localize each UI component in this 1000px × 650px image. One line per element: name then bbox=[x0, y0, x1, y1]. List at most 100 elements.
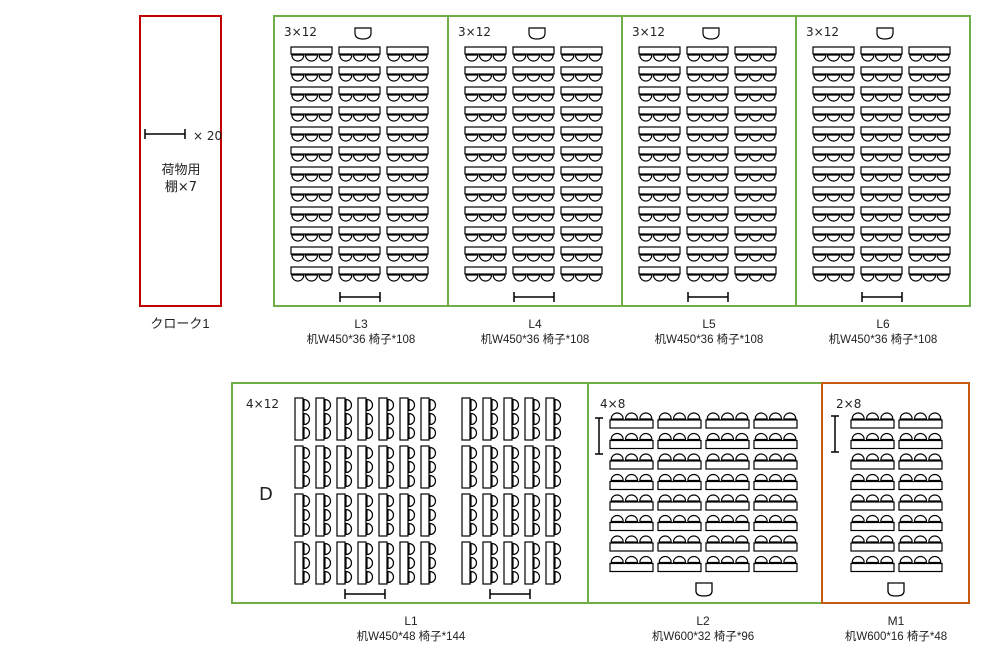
room-l4-name: L4 bbox=[528, 317, 542, 331]
room-l5-chair bbox=[652, 194, 667, 202]
room-l3-chair bbox=[400, 94, 415, 102]
room-l2-chair bbox=[672, 514, 687, 523]
room-l3-chair bbox=[318, 74, 332, 82]
room-l4-desk bbox=[560, 186, 603, 195]
room-l2-chair bbox=[658, 412, 672, 420]
room-l2-podium-icon bbox=[695, 582, 713, 597]
room-l1-chair bbox=[345, 446, 353, 460]
cloakroom-name: クローク1 bbox=[150, 316, 210, 331]
room-l2-chair bbox=[768, 514, 783, 523]
room-m1-desk bbox=[898, 480, 943, 491]
room-m1-desk bbox=[850, 439, 895, 450]
room-l6-desk bbox=[908, 66, 951, 75]
room-l2-chair bbox=[672, 412, 687, 420]
room-m1-chair bbox=[899, 412, 913, 420]
room-l3-chair bbox=[366, 174, 380, 182]
room-l1-chair bbox=[366, 460, 374, 474]
room-l3-desk bbox=[338, 66, 381, 75]
room-l4-chair bbox=[574, 234, 589, 242]
room-l3-chair bbox=[366, 234, 380, 242]
room-l1-chair bbox=[324, 522, 332, 536]
room-l2-chair bbox=[735, 494, 749, 502]
room-m1-chair bbox=[851, 473, 865, 482]
room-l3-chair bbox=[352, 94, 367, 102]
room-l5-chair bbox=[639, 214, 653, 222]
room-l1-chair bbox=[387, 570, 395, 584]
room-l4-chair bbox=[478, 54, 493, 62]
room-l1-chair bbox=[366, 412, 374, 426]
room-l6-desk bbox=[908, 86, 951, 95]
room-m1-chair bbox=[880, 412, 894, 420]
room-l2-chair bbox=[735, 535, 749, 543]
room-l2-chair bbox=[783, 473, 797, 482]
room-l6-grid: 3×12 bbox=[806, 25, 839, 39]
room-l1-chair bbox=[512, 446, 520, 460]
room-l1-desk bbox=[545, 397, 555, 441]
room-l6-chair bbox=[936, 94, 950, 102]
room-l1-chair bbox=[387, 398, 395, 412]
room-l1-chair bbox=[491, 426, 499, 440]
room-l4-chair bbox=[513, 254, 527, 262]
room-l2-chair bbox=[687, 514, 701, 523]
room-m1-chair bbox=[913, 412, 928, 420]
room-m1-chair bbox=[880, 453, 894, 461]
room-m1-chair bbox=[928, 412, 942, 420]
room-l1-chair bbox=[554, 522, 562, 536]
room-m1-desk bbox=[850, 542, 895, 552]
room-l5-chair bbox=[639, 74, 653, 82]
room-l3-desk bbox=[290, 126, 333, 135]
room-l1-chair bbox=[408, 522, 416, 536]
room-l5-chair bbox=[735, 214, 749, 222]
room-l1-chair bbox=[366, 474, 374, 488]
room-l3-chair bbox=[366, 94, 380, 102]
room-l1-chair bbox=[429, 494, 437, 508]
room-l3-desk bbox=[386, 246, 429, 255]
room-l5-chair bbox=[714, 54, 728, 62]
bottom-rooms: 4×12 D 4×8 2×8 bbox=[231, 382, 970, 604]
room-l4-chair bbox=[513, 214, 527, 222]
room-l5-chair bbox=[700, 174, 715, 182]
room-l1-chair bbox=[554, 412, 562, 426]
room-l3-chair bbox=[304, 214, 319, 222]
room-l2-desk bbox=[705, 439, 750, 450]
room-l3-desk bbox=[386, 266, 429, 275]
room-l5-chair bbox=[748, 194, 763, 202]
room-l3-chair bbox=[291, 114, 305, 122]
room-l6-chair bbox=[909, 254, 923, 262]
room-l5-desk bbox=[686, 106, 729, 115]
room-l6-chair bbox=[936, 74, 950, 82]
room-l6-chair bbox=[888, 74, 902, 82]
room-l1-chair bbox=[470, 446, 478, 460]
room-l3-chair bbox=[304, 54, 319, 62]
room-l6-chair bbox=[861, 174, 875, 182]
room-l3-chair bbox=[339, 234, 353, 242]
room-l4-desk bbox=[512, 266, 555, 275]
room-l4-desk bbox=[464, 266, 507, 275]
room-l3-chair bbox=[352, 234, 367, 242]
room-l1-desk bbox=[482, 445, 492, 489]
room-l5-desk bbox=[734, 66, 777, 75]
room-l1-desk bbox=[524, 397, 534, 441]
room-l5-chair bbox=[748, 174, 763, 182]
room-l1-chair bbox=[303, 494, 311, 508]
room-l6-chair bbox=[874, 134, 889, 142]
room-l2-chair bbox=[610, 535, 624, 543]
room-l6-desk bbox=[860, 226, 903, 235]
room-l3-desk bbox=[338, 226, 381, 235]
room-l3-chair bbox=[414, 194, 428, 202]
room-l2-chair bbox=[687, 473, 701, 482]
room-l5-chair bbox=[762, 174, 776, 182]
room-l6-desk bbox=[812, 46, 855, 55]
room-l6-desk bbox=[812, 126, 855, 135]
room-l4-chair bbox=[526, 194, 541, 202]
room-l6-chair bbox=[826, 154, 841, 162]
room-l4-desk bbox=[512, 186, 555, 195]
room-l1-chair bbox=[324, 508, 332, 522]
room-l6-chair bbox=[922, 74, 937, 82]
room-l6-chair bbox=[874, 274, 889, 282]
room-l1-chair bbox=[429, 460, 437, 474]
room-l4-chair bbox=[465, 94, 479, 102]
room-l5-chair bbox=[639, 54, 653, 62]
room-l3-desk bbox=[338, 186, 381, 195]
